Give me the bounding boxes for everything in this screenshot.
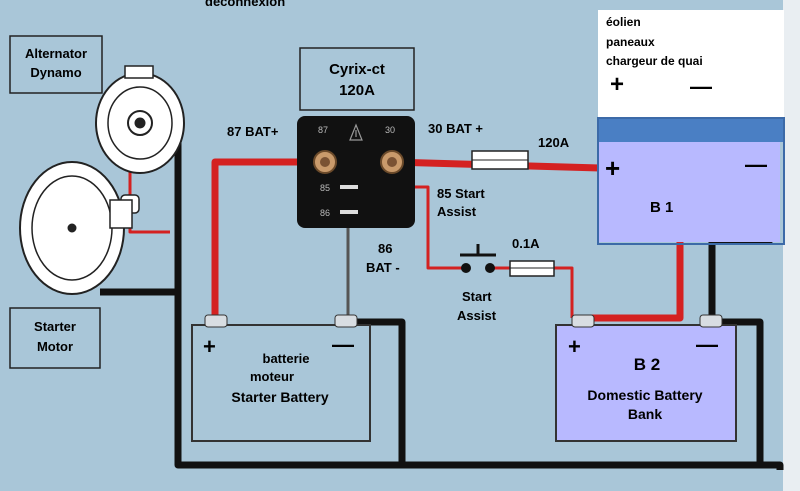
starter-label-1: Starter xyxy=(34,319,76,334)
starter-battery: + — batterie moteur Starter Battery xyxy=(191,314,371,442)
starter-battery-label-3: Starter Battery xyxy=(231,389,328,405)
relay-terminal-85: 85 xyxy=(320,183,330,193)
relay-rating: 120A xyxy=(339,82,375,99)
label-fuse-01a: 0.1A xyxy=(512,236,540,251)
label-87-bat-plus: 87 BAT+ xyxy=(227,124,279,139)
starter-motor xyxy=(19,161,133,295)
cyrix-relay-label-box: Cyrix-ct 120A xyxy=(299,47,415,111)
label-fuse-120a: 120A xyxy=(538,135,570,150)
alternator-label-1: Alternator xyxy=(25,46,87,61)
relay-terminal-86: 86 xyxy=(320,208,330,218)
label-86-1: 86 xyxy=(378,241,392,256)
start-assist-switch xyxy=(460,244,496,273)
source-paneaux: paneaux xyxy=(606,35,655,49)
cut-off-title: déconnexion xyxy=(205,0,285,9)
alternator-label-box: Alternator Dynamo xyxy=(9,35,103,94)
relay-name: Cyrix-ct xyxy=(329,61,385,78)
terminal-30-post xyxy=(380,150,404,174)
relay-symbol xyxy=(349,123,363,141)
source-chargeur: chargeur de quai xyxy=(606,54,703,68)
b2-plus-sign: + xyxy=(568,334,581,359)
starter-battery-positive-wire xyxy=(211,158,325,318)
b2-name: B 2 xyxy=(634,355,660,374)
starter-motor-label-box: Starter Motor xyxy=(9,307,101,369)
starter-label-2: Motor xyxy=(37,339,73,354)
label-85-start-1: 85 Start xyxy=(437,186,485,201)
label-86-2: BAT - xyxy=(366,260,400,275)
sources-plus-sign: + xyxy=(610,71,624,98)
starter-battery-plus: + xyxy=(203,334,216,359)
terminal-86-lug xyxy=(340,210,358,214)
fuse-120a xyxy=(471,150,529,170)
terminal-87-post xyxy=(313,150,337,174)
fuse-0-1a xyxy=(509,260,555,277)
cyrix-relay: 87 30 85 86 xyxy=(297,116,415,228)
b1-minus-sign: — xyxy=(745,152,767,177)
b2-label-2: Bank xyxy=(628,406,662,422)
b1-plus-sign: + xyxy=(605,153,620,183)
sources-minus-sign: — xyxy=(690,74,712,99)
right-panel-edge xyxy=(783,0,800,491)
starter-battery-label-1: batterie xyxy=(263,351,310,366)
domestic-battery-b2: + — B 2 Domestic Battery Bank xyxy=(555,314,737,442)
starter-battery-negative-wire xyxy=(345,318,406,465)
source-eolien: éolien xyxy=(606,15,641,29)
b2-minus-sign: — xyxy=(696,332,718,357)
alternator-label-2: Dynamo xyxy=(30,65,81,80)
alternator-red-wire xyxy=(128,170,170,234)
relay-terminal-87: 87 xyxy=(318,125,328,135)
battery-b1: + — B 1 xyxy=(597,117,785,245)
starter-battery-label-2: moteur xyxy=(250,369,294,384)
alternator-dynamo xyxy=(95,65,185,214)
b2-label-1: Domestic Battery xyxy=(587,387,702,403)
label-switch-1: Start xyxy=(462,289,492,304)
label-85-start-2: Assist xyxy=(437,204,477,219)
b1-name: B 1 xyxy=(650,199,673,216)
label-switch-2: Assist xyxy=(457,308,497,323)
relay-terminal-30: 30 xyxy=(385,125,395,135)
terminal-85-lug xyxy=(340,185,358,189)
label-30-bat-plus: 30 BAT + xyxy=(428,121,483,136)
charging-sources-box: éolien paneaux chargeur de quai + — xyxy=(598,10,784,118)
starter-battery-minus: — xyxy=(332,332,354,357)
